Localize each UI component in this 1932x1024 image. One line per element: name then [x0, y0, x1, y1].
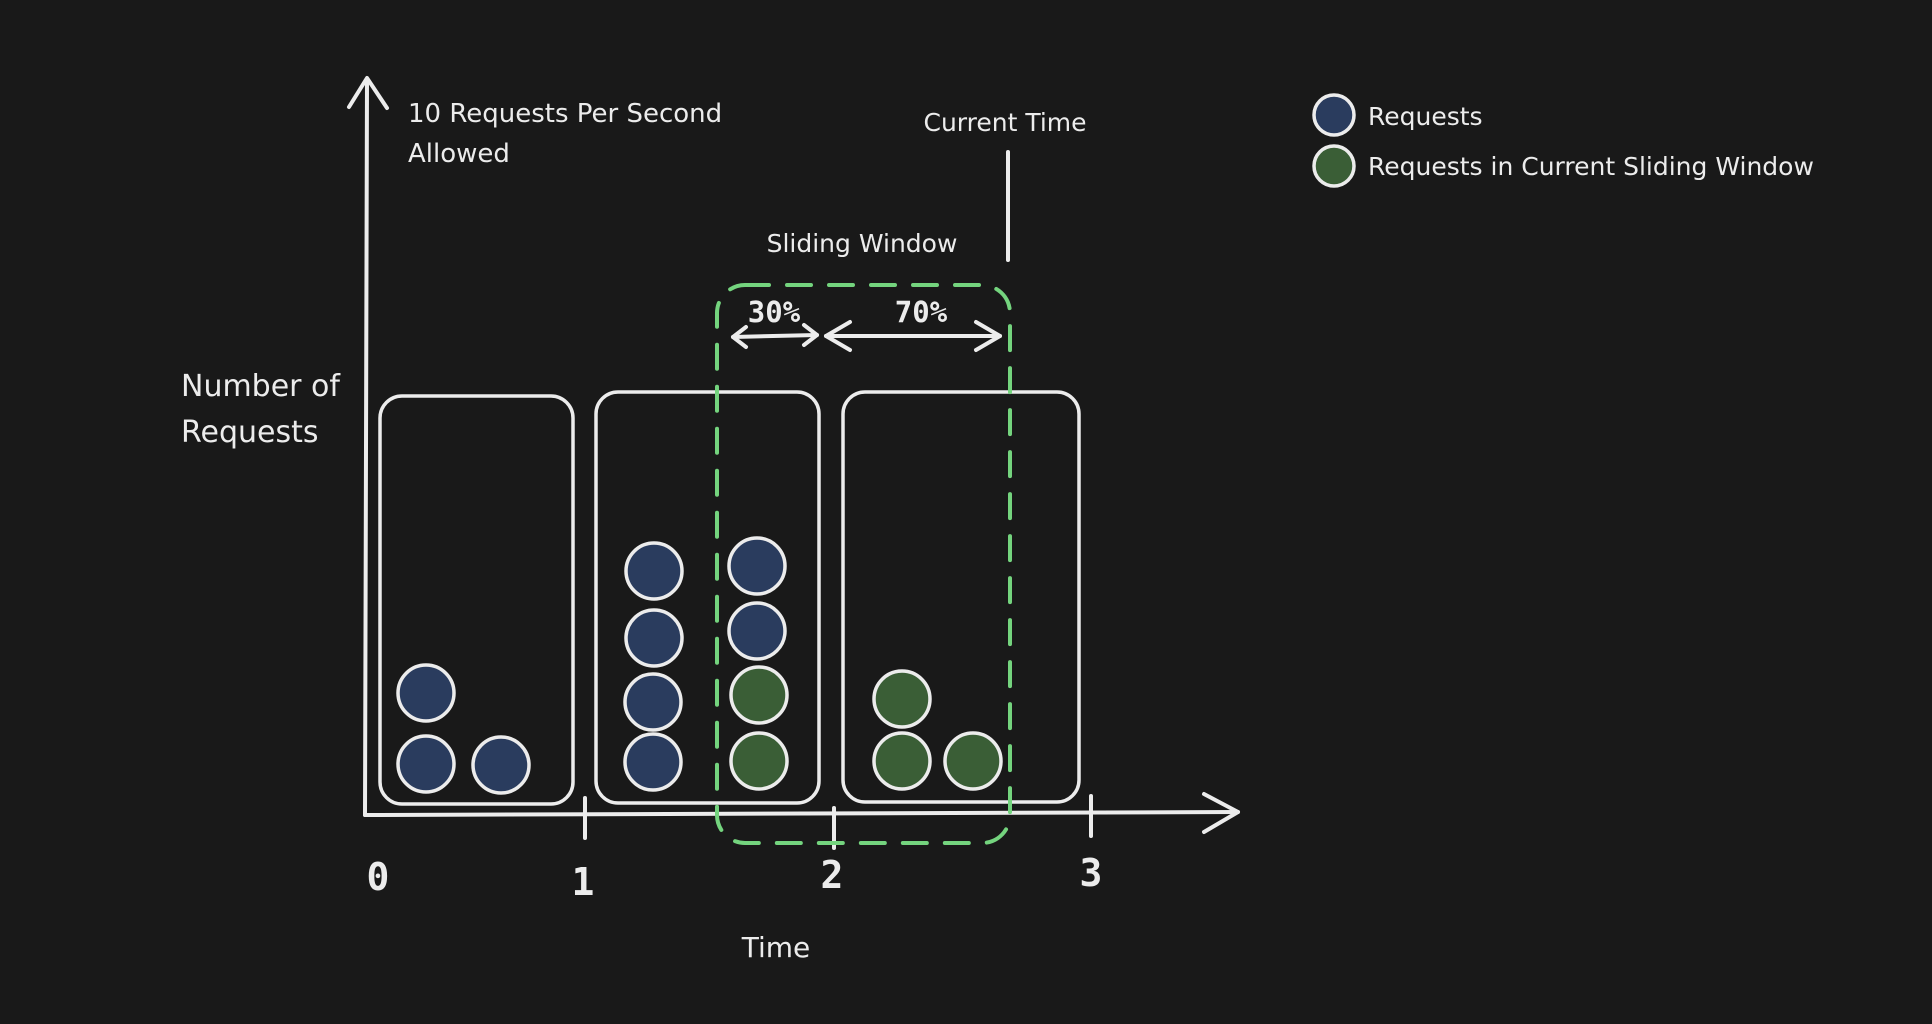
request-circle	[396, 663, 456, 723]
request-circle	[727, 536, 787, 596]
x-axis: 0 1 2 3 Time	[363, 792, 1240, 964]
request-circle	[624, 541, 684, 601]
bucket-box-0	[378, 394, 575, 806]
x-tick-label-1: 1	[572, 860, 595, 904]
current-time-label: Current Time	[923, 108, 1086, 137]
window-request-circle	[729, 731, 789, 791]
request-circle	[727, 601, 787, 661]
limit-label-line2: Allowed	[408, 139, 510, 169]
request-circle	[396, 734, 456, 794]
x-axis-arrowhead	[1202, 792, 1240, 834]
legend-window-request-label: Requests in Current Sliding Window	[1368, 152, 1814, 181]
window-request-circle	[872, 731, 932, 791]
legend-window-request-swatch	[1312, 144, 1356, 188]
window-request-circle	[943, 731, 1003, 791]
y-axis: Number of Requests	[181, 76, 389, 817]
bucket-box-2	[841, 390, 1081, 804]
request-circle	[623, 732, 683, 792]
legend-request-swatch	[1312, 93, 1356, 137]
left-span-arrow	[731, 323, 819, 349]
x-axis-label: Time	[741, 931, 811, 964]
window-left-percent: 30%	[748, 295, 801, 329]
window-request-circle	[729, 665, 789, 725]
request-circle	[623, 672, 683, 732]
window-right-percent: 70%	[895, 295, 948, 329]
sliding-window-border	[715, 283, 1012, 845]
y-axis-label-line1: Number of	[181, 369, 341, 404]
bucket-box-1	[594, 390, 821, 805]
right-span-arrow	[824, 320, 1002, 352]
legend-request-label: Requests	[1368, 102, 1483, 131]
y-axis-line	[363, 78, 369, 817]
limit-label-line1: 10 Requests Per Second	[408, 99, 722, 129]
legend: Requests Requests in Current Sliding Win…	[1312, 93, 1814, 188]
x-tick-label-0: 0	[367, 855, 390, 899]
x-axis-line	[363, 810, 1240, 817]
x-tick-label-2: 2	[821, 853, 844, 897]
y-axis-label-line2: Requests	[181, 415, 319, 450]
request-circle	[471, 735, 531, 795]
x-tick-label-3: 3	[1080, 851, 1103, 895]
request-circle	[624, 608, 684, 668]
y-axis-arrowhead	[347, 76, 389, 110]
sliding-window-label: Sliding Window	[767, 229, 958, 258]
window-request-circle	[872, 669, 932, 729]
